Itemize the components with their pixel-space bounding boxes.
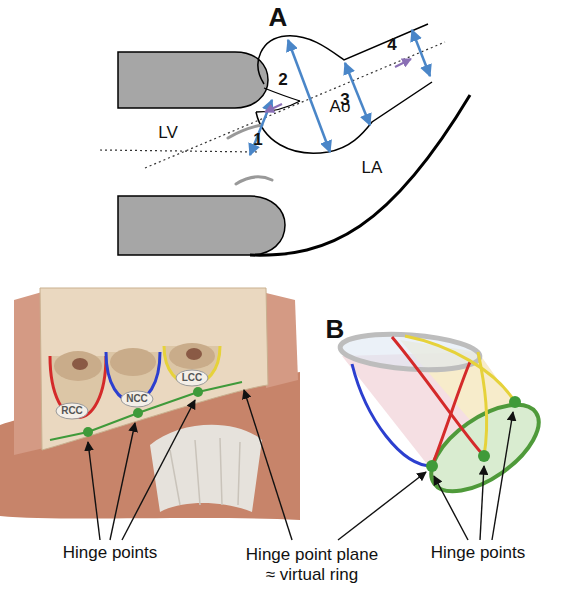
leader-arrow [492,412,513,540]
callout-number: 4 [387,35,396,55]
mitral-leaflet [236,177,272,184]
hinge-point [509,396,521,408]
rcc-crown [392,337,484,456]
measure-arrow [288,40,330,152]
cusp-label: NCC [126,393,148,405]
coronary-ostium [72,358,88,370]
hinge-point [478,450,490,462]
leader-arrow [244,390,292,540]
leader-arrow [88,442,100,540]
sinus [110,348,156,376]
panel-letter: B [326,315,345,345]
callout-number: 2 [278,70,287,90]
aortic-tissue [14,292,44,455]
cusp-label: LCC [182,372,203,384]
label-badge [56,403,88,419]
annotation-label: Hinge point plane ≈ virtual ring [243,545,381,584]
hinge-point [193,387,203,397]
valve-leaflet [256,101,300,112]
cusp-label: RCC [61,405,83,417]
fibrous-tissue [150,425,262,512]
panel-letter: A [269,3,288,33]
label-badge [121,391,153,407]
reference-line [100,150,258,152]
annotation-label: Hinge points [63,543,158,563]
ncc-crown [352,364,432,466]
atrial-wall [250,95,470,255]
sinus [54,351,102,381]
measure-arrow [412,30,430,76]
annotation-label: Hinge points [431,543,526,563]
chordae [170,438,240,505]
label-badge [176,370,208,386]
aortic-wall [40,288,268,450]
region-label: LA [362,158,383,178]
hinge-point [83,427,93,437]
region-label: LV [158,123,178,143]
valve-leaflet [264,88,300,101]
measure-arrow [250,100,272,155]
region-label: Ao [330,97,351,117]
hinge-point [133,408,143,418]
lcc-crown [478,352,487,456]
leader-arrow [480,466,484,540]
pointer-arrow [265,104,282,112]
callout-number: 3 [340,90,349,110]
root-schematic [339,330,553,508]
leader-arrows [88,390,513,540]
septum-upper [118,52,268,108]
pointer-arrow [395,59,411,67]
leader-arrow [434,476,468,540]
hinge-point [426,460,438,472]
lcc-crown [405,336,515,402]
aortic-wall-lower [256,82,432,153]
panel-a-sketch [100,24,470,255]
hinge-plane-line [50,382,242,440]
rcc-crown [432,362,470,466]
aortic-wall-upper [258,24,428,84]
measure-arrow [345,63,370,125]
septum-lower [118,196,285,255]
leader-arrow [122,400,195,540]
callout-number: 1 [253,130,262,150]
coronary-ostium [186,348,202,360]
leader-arrow [338,472,426,540]
sinus [169,343,215,369]
